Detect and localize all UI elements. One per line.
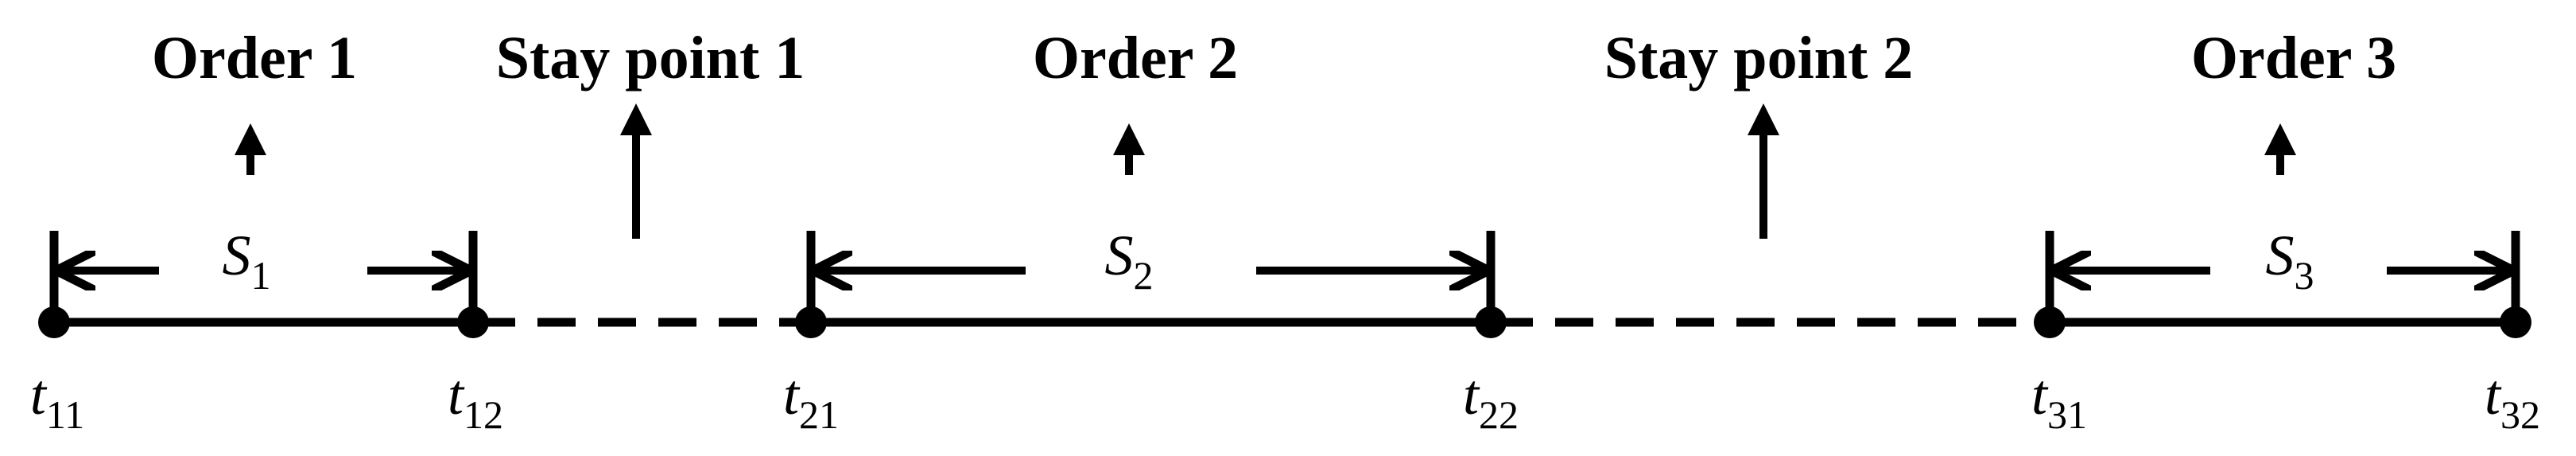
time-label-t31: t31 <box>2031 363 2087 437</box>
order-2-label: Order 2 <box>1033 25 1238 92</box>
time-label-t21: t21 <box>783 363 839 437</box>
dot-t32 <box>2500 306 2531 338</box>
span-2-label: S2 <box>1105 224 1154 298</box>
span-3-label: S3 <box>2266 224 2314 298</box>
order-1-label: Order 1 <box>152 25 357 92</box>
stay-point-1-label: Stay point 1 <box>496 25 805 92</box>
time-label-t32: t32 <box>2485 363 2540 437</box>
time-label-t11: t11 <box>30 363 84 437</box>
dot-t11 <box>38 306 70 338</box>
time-label-t12: t12 <box>448 363 503 437</box>
dot-t31 <box>2034 306 2066 338</box>
span-1-label: S1 <box>223 224 271 298</box>
stay-point-2-label: Stay point 2 <box>1604 25 1914 92</box>
dot-t12 <box>457 306 489 338</box>
dot-t21 <box>795 306 827 338</box>
order-3-label: Order 3 <box>2191 25 2396 92</box>
dot-t22 <box>1475 306 1507 338</box>
time-label-t22: t22 <box>1463 363 1519 437</box>
